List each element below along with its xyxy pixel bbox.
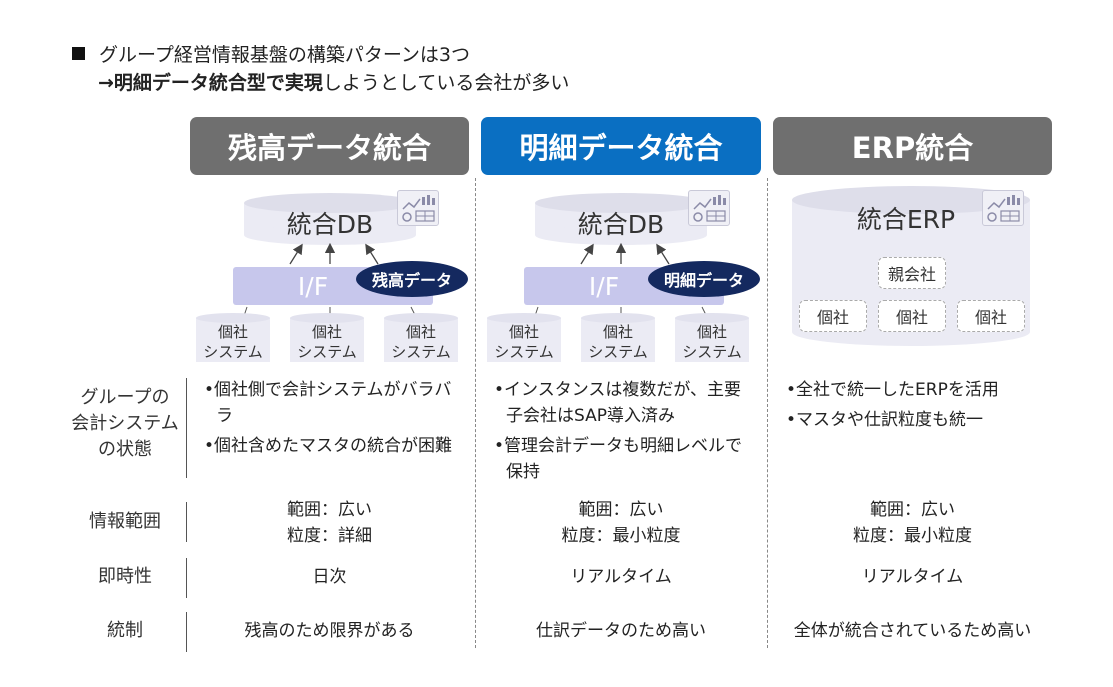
- range-detail: 範囲：広い粒度：最小粒度: [561, 500, 681, 546]
- subsidiary-box: 個社: [799, 300, 867, 332]
- db-label: 統合DB: [286, 210, 374, 239]
- row-divider: [186, 378, 187, 478]
- control-balance: 残高のため限界がある: [244, 621, 415, 641]
- timeliness-detail: リアルタイム: [570, 567, 672, 587]
- timeliness-erp: リアルタイム: [861, 567, 964, 587]
- timeliness-balance: 日次: [312, 567, 347, 587]
- company-system: 個社システム: [196, 313, 270, 362]
- dashboard-chart-icon: [397, 190, 439, 226]
- integrated-db-cylinder: 統合DB: [244, 193, 416, 245]
- column-divider: [475, 178, 476, 648]
- range-balance: 範囲：広い粒度：詳細: [287, 500, 372, 546]
- heading-line-2: →明細データ統合型で実現しようとしている会社が多い: [98, 72, 570, 94]
- control-erp: 全体が統合されているため高い: [793, 621, 1032, 641]
- state-list-balance: •個社側で会計システムがバラバラ •個社含めたマスタの統合が困難: [204, 380, 453, 456]
- arrow-up-icon: [289, 242, 379, 265]
- erp-label: 統合ERP: [856, 205, 956, 234]
- control-detail: 仕訳データのため高い: [536, 621, 706, 641]
- heading-line-1: グループ経営情報基盤の構築パターンは3つ: [72, 40, 470, 67]
- column-divider: [767, 178, 768, 648]
- range-erp: 範囲：広い粒度：最小粒度: [853, 500, 972, 546]
- row-label-range: 情報範囲: [89, 511, 161, 532]
- parent-company-box: 親会社: [878, 257, 946, 289]
- integrated-db-cylinder: 統合DB: [535, 193, 707, 245]
- subsidiary-box: 個社: [957, 300, 1025, 332]
- dashboard-chart-icon: [982, 190, 1024, 226]
- company-system: 個社システム: [290, 313, 364, 362]
- subsidiary-box: 個社: [878, 300, 946, 332]
- column-header-balance: 残高データ統合: [190, 117, 469, 175]
- row-label-control: 統制: [107, 620, 143, 641]
- company-system: 個社システム: [384, 313, 458, 362]
- company-system: 個社システム: [675, 313, 749, 362]
- column-header-erp: ERP統合: [773, 117, 1052, 175]
- dashboard-chart-icon: [688, 190, 730, 226]
- row-divider: [186, 558, 187, 598]
- company-system: 個社システム: [581, 313, 655, 362]
- row-divider: [186, 612, 187, 652]
- arrow-up-icon: [580, 242, 670, 265]
- square-bullet-icon: [72, 47, 85, 60]
- row-label-timeliness: 即時性: [98, 566, 152, 587]
- column-header-detail: 明細データ統合: [481, 117, 761, 175]
- state-list-detail: •インスタンスは複数だが、主要子会社はSAP導入済み •管理会計データも明細レベ…: [494, 380, 743, 482]
- db-label: 統合DB: [577, 210, 665, 239]
- balance-data-badge: 残高データ: [356, 261, 468, 297]
- state-list-erp: •全社で統一したERPを活用 •マスタや仕訳粒度も統一: [786, 380, 999, 430]
- row-divider: [186, 502, 187, 542]
- company-system: 個社システム: [487, 313, 561, 362]
- detail-data-badge: 明細データ: [648, 261, 760, 297]
- row-label-state: グループの 会計システム の状態: [71, 387, 179, 460]
